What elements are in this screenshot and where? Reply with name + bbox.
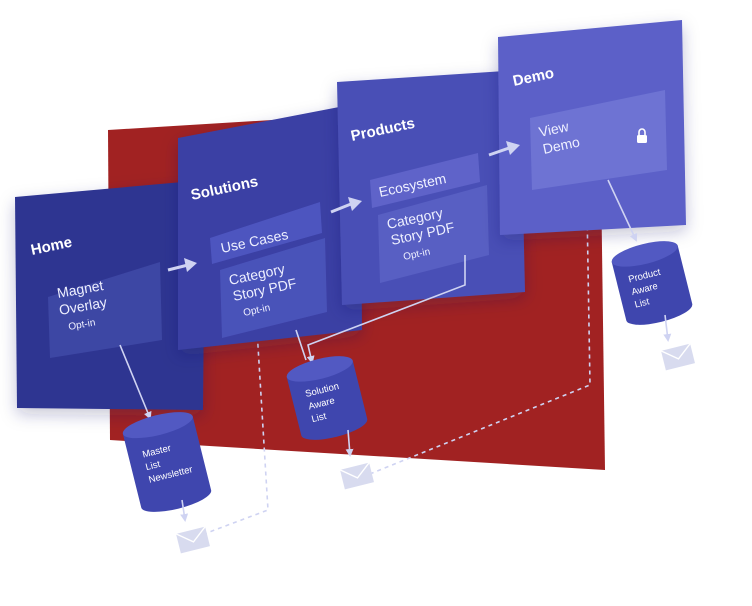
chip-magnet-overlay [48, 262, 162, 358]
product-list-line-3: List [634, 296, 651, 310]
chip-optin-home: Opt-in [68, 317, 97, 333]
chip-category-story-products [378, 185, 489, 283]
connector-demo-to-product-list [607, 179, 638, 242]
connector-products-to-solution-list [306, 255, 466, 364]
connector-product-to-envelope [663, 314, 672, 342]
envelope-icon [660, 343, 695, 371]
page-products: Products Ecosystem Category Story PDF Op… [337, 70, 525, 305]
database-icon: Product Aware List [611, 241, 693, 325]
page-solutions: Solutions Use Cases Category Story PDF O… [178, 103, 362, 350]
connector-solutions-to-solution-list [295, 329, 307, 361]
dotted-path-solutions-to-demo [354, 68, 591, 481]
chip-ecosystem [370, 153, 480, 208]
arrow-right-icon [167, 258, 197, 272]
page-home: Home Magnet Overlay Opt-in [15, 180, 205, 410]
chip-view-demo [530, 90, 667, 190]
chip-line-view: View [537, 118, 571, 140]
connector-solution-to-envelope [345, 429, 354, 457]
envelope-icon [175, 526, 210, 554]
solution-list-line-3: List [310, 411, 327, 425]
master-list-line-2: List [144, 459, 161, 473]
page-demo: Demo View Demo [498, 20, 686, 235]
envelope-icon [339, 462, 374, 490]
database-icon: Solution Aware List [286, 356, 368, 440]
chip-category-story-solutions [220, 238, 327, 338]
chip-use-cases [210, 202, 322, 264]
lock-icon [637, 128, 647, 143]
arrow-right-icon [330, 197, 362, 214]
connector-master-to-envelope [180, 499, 189, 522]
arrow-right-icon [488, 141, 520, 157]
chip-line-demo: Demo [541, 133, 581, 156]
database-icon: Master List Newsletter [122, 412, 212, 512]
connector-home-to-master [119, 344, 152, 420]
